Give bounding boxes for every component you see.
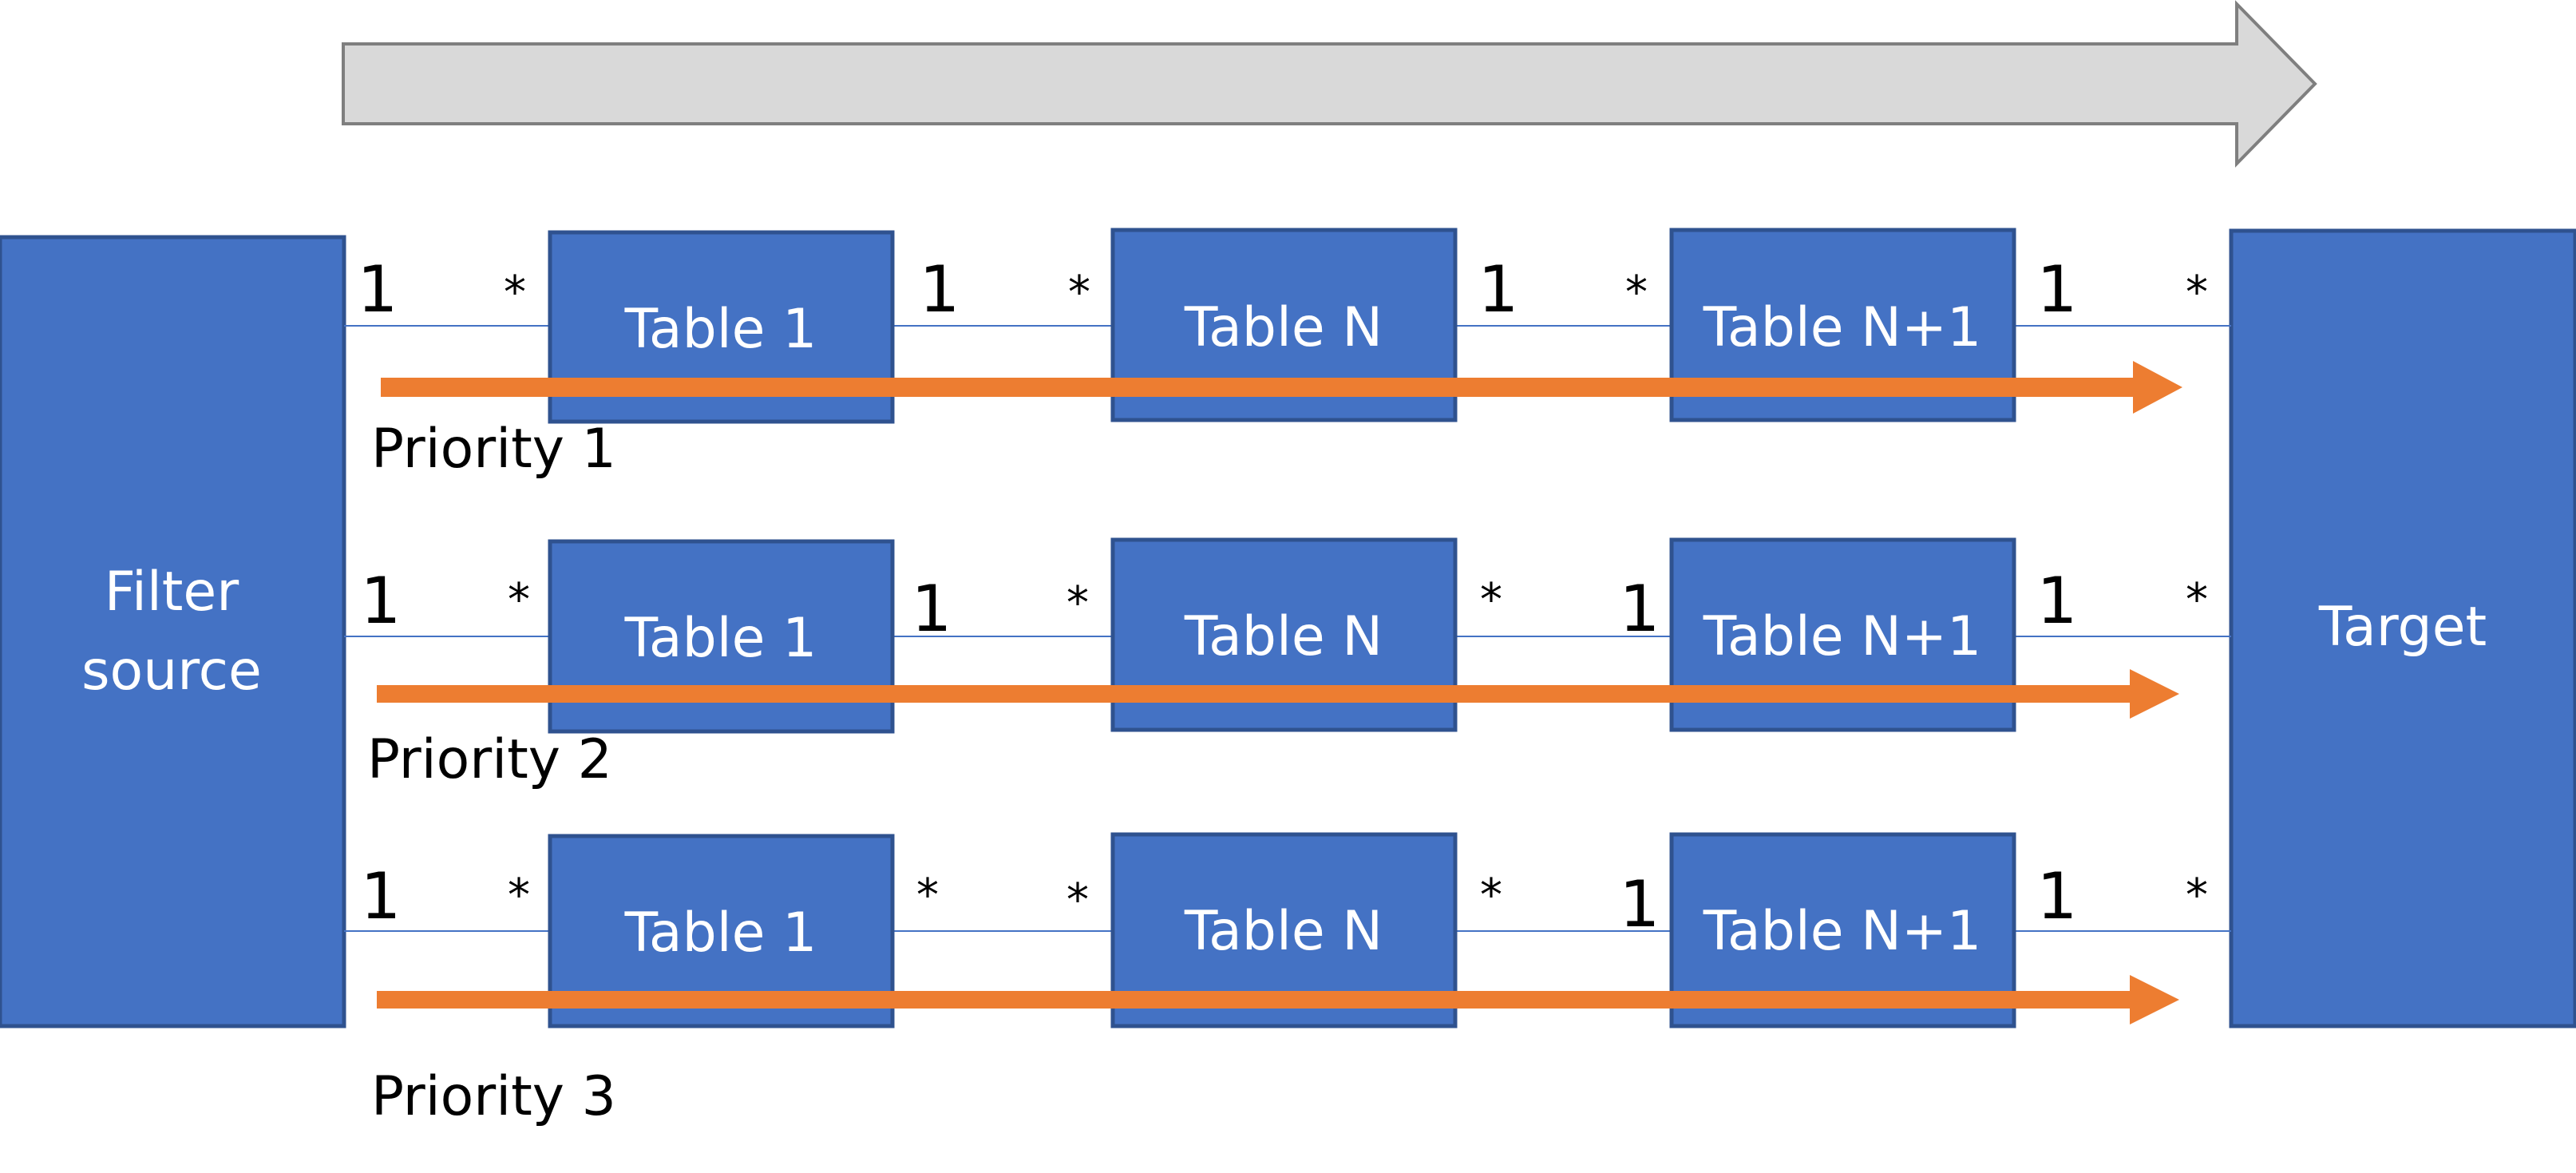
multiplicity-label: * (1625, 267, 1648, 319)
table-label: Table N+1 (1703, 296, 1982, 359)
table-label: Table 1 (624, 902, 817, 965)
multiplicity-label: * (2186, 267, 2208, 319)
multiplicity-label: 1 (2037, 859, 2078, 933)
multiplicity-label: 1 (912, 572, 952, 646)
table-label: Table N (1184, 296, 1383, 359)
priority-label: Priority 3 (371, 1065, 616, 1128)
table-label: Table N+1 (1703, 605, 1982, 668)
table-label: Table N+1 (1703, 900, 1982, 963)
filter-source-label-line1: Filter (105, 561, 239, 624)
filter-source-rect (0, 235, 346, 1028)
priority-label: Priority 2 (367, 728, 612, 791)
flow-arrow (377, 669, 2179, 719)
flow-arrow (381, 361, 2182, 414)
multiplicity-label: 1 (2037, 252, 2078, 327)
multiplicity-label: 1 (2037, 564, 2078, 638)
direction-arrow (342, 0, 2317, 168)
multiplicity-label: * (2186, 574, 2208, 626)
table-label: Table 1 (624, 298, 817, 361)
multiplicity-label: 1 (358, 252, 398, 327)
multiplicity-label: * (1068, 267, 1090, 319)
table-label: Table N (1184, 900, 1383, 963)
multiplicity-label: 1 (1478, 252, 1519, 327)
multiplicity-label: * (504, 267, 526, 319)
table-label: Table 1 (624, 607, 817, 670)
multiplicity-label: * (508, 870, 530, 921)
target-box: Target (2229, 228, 2576, 1028)
multiplicity-label: 1 (361, 859, 402, 933)
multiplicity-label: 1 (361, 564, 402, 638)
target-rect (2229, 228, 2576, 1028)
target-label: Target (2318, 596, 2487, 659)
flow-arrow (377, 975, 2179, 1024)
multiplicity-label: * (508, 574, 530, 626)
multiplicity-label: 1 (1620, 867, 1660, 941)
multiplicity-label: * (1480, 870, 1502, 921)
multiplicity-label: 1 (1620, 572, 1660, 646)
table-label: Table N (1184, 605, 1383, 668)
multiplicity-label: * (916, 870, 939, 921)
filter-source-box: Filter source (0, 235, 346, 1028)
lane-priority-2: Table 1 Table N Table N+1 1 * 1 * * 1 1 … (344, 537, 2231, 791)
priority-label: Priority 1 (371, 418, 616, 481)
lane-priority-1: Table 1 Table N Table N+1 1 * 1 * 1 * 1 … (344, 228, 2231, 481)
lane-priority-3: Table 1 Table N Table N+1 1 * * * * 1 1 … (344, 832, 2231, 1128)
multiplicity-label: * (1066, 577, 1089, 629)
multiplicity-label: 1 (920, 252, 960, 327)
multiplicity-label: * (1480, 574, 1502, 626)
filter-source-label-line2: source (81, 640, 262, 703)
multiplicity-label: * (2186, 870, 2208, 921)
multiplicity-label: * (1066, 874, 1089, 926)
